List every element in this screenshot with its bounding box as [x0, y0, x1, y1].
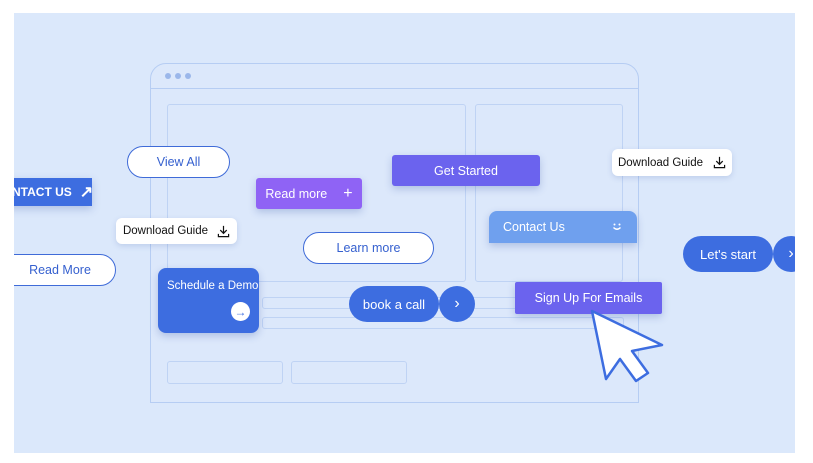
download-icon [217, 225, 230, 237]
lets-start-label: Let's start [700, 246, 756, 262]
contact-us-button[interactable]: NTACT US ↗ [14, 178, 94, 206]
download-guide-button-right[interactable]: Download Guide [612, 149, 732, 176]
contact-us-card-button[interactable]: Contact Us [489, 211, 637, 243]
read-more-label: Read More [29, 263, 91, 277]
lets-start-arrow-button[interactable]: › [773, 236, 795, 272]
chevron-right-icon: › [454, 295, 460, 312]
sign-up-emails-button[interactable]: Sign Up For Emails [515, 282, 662, 314]
window-dot [175, 73, 181, 79]
content-panel-right [475, 104, 623, 282]
book-a-call-label: book a call [362, 296, 426, 312]
arrow-right-icon[interactable]: → [231, 302, 250, 321]
get-started-button[interactable]: Get Started [392, 155, 540, 186]
window-dot [185, 73, 191, 79]
download-guide-label: Download Guide [122, 225, 209, 237]
cursor-pointer-icon [590, 309, 664, 383]
illustration-canvas: NTACT US ↗ View All Read More Download G… [14, 13, 795, 453]
contact-us-card-label: Contact Us [503, 220, 565, 234]
read-more-purple-label: Read more [265, 186, 328, 201]
content-line [262, 317, 624, 329]
download-guide-button[interactable]: Download Guide [116, 218, 237, 244]
read-more-outline-button[interactable]: Read More [14, 254, 116, 286]
view-all-button[interactable]: View All [127, 146, 230, 178]
lets-start-button[interactable]: Let's start [683, 236, 773, 272]
browser-toolbar-divider [151, 88, 638, 89]
footer-box [167, 361, 283, 384]
learn-more-button[interactable]: Learn more [303, 232, 434, 264]
schedule-demo-card[interactable]: Schedule a Demo → [158, 268, 259, 333]
window-dot [165, 73, 171, 79]
download-guide-right-label: Download Guide [617, 156, 704, 169]
smile-icon [613, 223, 621, 230]
learn-more-label: Learn more [336, 241, 401, 255]
contact-us-label: NTACT US [14, 185, 72, 199]
arrow-up-right-icon: ↗ [79, 184, 94, 201]
download-icon [713, 156, 726, 169]
view-all-label: View All [156, 155, 201, 169]
footer-box [291, 361, 407, 384]
content-panel-left [167, 104, 466, 282]
sign-up-label: Sign Up For Emails [534, 291, 643, 305]
read-more-button[interactable]: Read more + [256, 178, 362, 209]
chevron-right-icon: › [788, 245, 794, 262]
get-started-label: Get Started [434, 163, 498, 178]
plus-icon: + [343, 184, 353, 202]
schedule-demo-label: Schedule a Demo [167, 280, 259, 292]
book-a-call-button[interactable]: book a call [349, 286, 439, 322]
book-a-call-arrow-button[interactable]: › [439, 286, 475, 322]
